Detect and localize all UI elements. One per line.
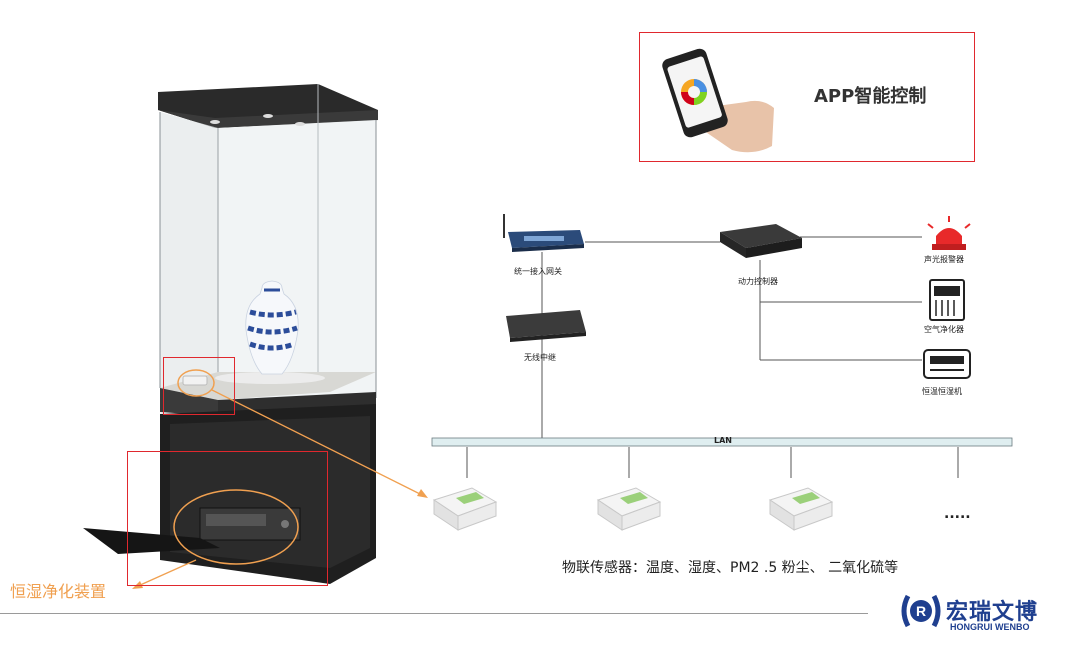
wireless-relay-label: 无线中继: [524, 353, 556, 362]
sensor-icon: [596, 487, 662, 531]
company-logo-icon: R: [901, 594, 941, 628]
app-control-label: APP智能控制: [814, 86, 927, 107]
gateway-label: 统一接入网关: [514, 267, 562, 276]
gateway-device-icon: [503, 214, 584, 252]
air-purifier-label: 空气净化器: [924, 325, 964, 334]
wireless-relay-icon: [506, 310, 586, 342]
bottom-divider: [0, 613, 868, 614]
alarm-label: 声光报警器: [924, 255, 964, 264]
sensor-icon: [432, 487, 498, 531]
logo-chinese-name: 宏瑞文博: [946, 600, 1039, 625]
humidifier-label: 恒温恒湿机: [922, 387, 962, 396]
svg-text:R: R: [916, 603, 926, 619]
logo-english-name: HONGRUI WENBO: [950, 622, 1030, 632]
power-controller-icon: [720, 224, 802, 258]
lan-label: LAN: [714, 436, 732, 445]
alarm-icon: [927, 216, 971, 250]
sensor-icon: [768, 487, 834, 531]
air-purifier-icon: [929, 279, 965, 321]
device-highlight-box: [127, 451, 328, 586]
more-sensors-ellipsis: .....: [944, 506, 971, 522]
humidifier-icon: [923, 349, 971, 379]
power-controller-label: 动力控制器: [738, 277, 778, 286]
sensors-caption: 物联传感器：温度、湿度、PM2 .5 粉尘、 二氧化硫等: [562, 560, 899, 576]
phone-hand-icon: [662, 48, 774, 153]
device-label: 恒湿净化装置: [10, 582, 107, 601]
sensor-highlight-box: [163, 357, 235, 415]
app-control-box: [639, 32, 975, 162]
